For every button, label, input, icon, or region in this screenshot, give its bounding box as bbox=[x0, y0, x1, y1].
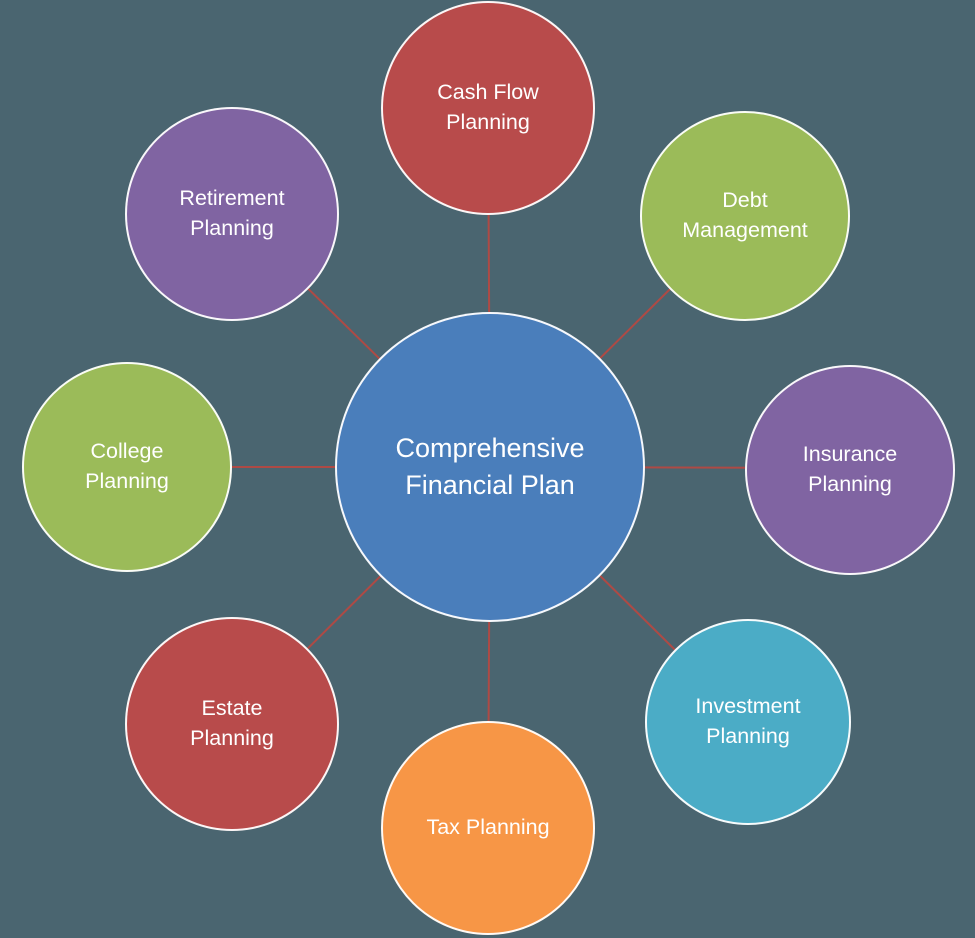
node-cash-flow-planning: Cash Flow Planning bbox=[381, 1, 595, 215]
node-investment-planning: Investment Planning bbox=[645, 619, 851, 825]
node-retirement-planning: Retirement Planning bbox=[125, 107, 339, 321]
node-label: Estate Planning bbox=[190, 696, 274, 750]
node-debt-management: Debt Management bbox=[640, 111, 850, 321]
node-comprehensive-financial-plan: Comprehensive Financial Plan bbox=[335, 312, 645, 622]
node-label: Debt Management bbox=[682, 188, 808, 242]
node-college-planning: College Planning bbox=[22, 362, 232, 572]
node-label: Tax Planning bbox=[426, 815, 550, 840]
node-label: College Planning bbox=[85, 439, 169, 493]
node-insurance-planning: Insurance Planning bbox=[745, 365, 955, 575]
node-estate-planning: Estate Planning bbox=[125, 617, 339, 831]
node-label: Insurance Planning bbox=[802, 442, 898, 496]
node-label: Investment Planning bbox=[695, 694, 801, 748]
node-label: Cash Flow Planning bbox=[437, 80, 539, 134]
node-tax-planning: Tax Planning bbox=[381, 721, 595, 935]
node-label: Retirement Planning bbox=[179, 186, 285, 240]
node-label: Comprehensive Financial Plan bbox=[395, 432, 585, 500]
